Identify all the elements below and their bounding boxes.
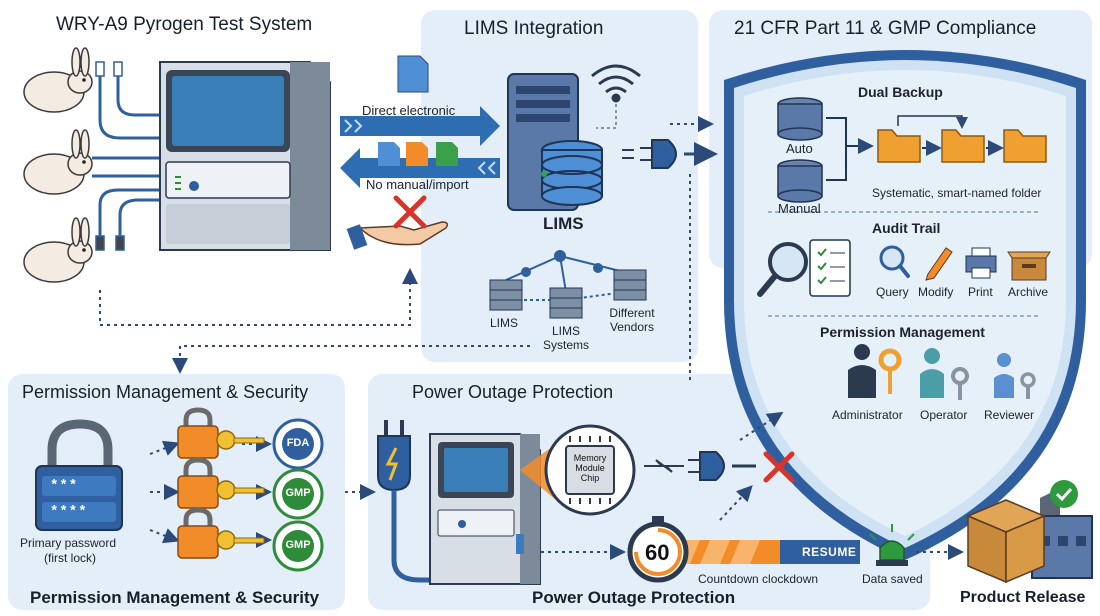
password-mask-2: ****	[50, 504, 88, 520]
password-lock-icon	[35, 419, 123, 531]
countdown-caption: Countdown clockdown	[698, 572, 819, 586]
countdown-value: 60	[645, 540, 670, 565]
compliance-title: 21 CFR Part 11 & GMP Compliance	[734, 18, 1037, 39]
audit-trail-label: Audit Trail	[872, 220, 941, 236]
lims-server-label: LIMS	[543, 214, 584, 233]
perm-security-title-bottom: Permission Management & Security	[30, 588, 320, 607]
direct-electronic-label: Direct electronic	[362, 103, 456, 118]
probe-cables	[92, 61, 160, 251]
permission-management-label: Permission Management	[820, 324, 985, 340]
lims-systems-node-label: LIMS Systems	[542, 324, 589, 352]
perm-security-title-top: Permission Management & Security	[22, 382, 309, 402]
lims-node-label: LIMS	[490, 316, 519, 330]
different-vendors-node-label: Different Vendors	[609, 306, 655, 334]
audit-action-print: Print	[968, 285, 993, 299]
folder-caption: Systematic, smart-named folder	[872, 186, 1042, 200]
role-icons	[848, 344, 1036, 400]
alarm-light-icon	[869, 524, 915, 566]
padlock-key-icons	[177, 407, 265, 559]
backup-drives	[777, 97, 870, 203]
audit-trail-icons	[757, 239, 1051, 297]
pyrogen-instrument	[159, 61, 331, 251]
dotted-connectors	[99, 116, 964, 560]
lims-network	[505, 250, 625, 301]
power-instrument	[429, 433, 541, 585]
certification-badges	[272, 418, 324, 572]
audit-action-modify: Modify	[918, 285, 954, 299]
power-outage-title-top: Power Outage Protection	[412, 382, 614, 402]
memory-chip-callout	[520, 424, 636, 516]
audit-action-archive: Archive	[1008, 285, 1049, 299]
lims-server	[507, 73, 603, 211]
unplugged-icon	[644, 451, 795, 483]
gmp-badge-1: GMP	[285, 487, 311, 499]
product-release-icon	[966, 480, 1093, 584]
power-plug-cable	[377, 420, 440, 583]
countdown-timer	[627, 516, 860, 583]
document-icons	[378, 55, 458, 166]
audit-action-query: Query	[876, 285, 909, 299]
gmp-badge-2: GMP	[285, 539, 311, 551]
auto-drive-label: Auto	[786, 141, 813, 156]
first-lock-label: (first lock)	[44, 551, 96, 565]
product-release-title: Product Release	[960, 589, 1086, 606]
pyrogen-system-title: WRY-A9 Pyrogen Test System	[56, 14, 313, 35]
wifi-icon	[591, 64, 641, 103]
dual-backup-label: Dual Backup	[858, 84, 943, 100]
folder-icons	[877, 115, 1047, 163]
resume-label: RESUME	[802, 545, 857, 559]
no-manual-hand-icon	[346, 195, 449, 250]
plug-icon	[622, 139, 718, 169]
role-reviewer: Reviewer	[984, 408, 1035, 422]
power-outage-title-bottom: Power Outage Protection	[532, 588, 736, 607]
no-manual-import-label: No manual/import	[366, 177, 469, 192]
password-mask-1: ***	[50, 478, 79, 494]
rabbit-icons	[23, 47, 93, 283]
role-operator: Operator	[920, 408, 968, 422]
data-saved-label: Data saved	[862, 572, 923, 586]
role-administrator: Administrator	[832, 408, 903, 422]
lims-integration-title: LIMS Integration	[464, 18, 604, 39]
manual-drive-label: Manual	[778, 201, 821, 216]
primary-password-label: Primary password	[20, 536, 117, 550]
fda-badge: FDA	[286, 437, 310, 449]
memory-chip-label: Memory Module Chip	[573, 453, 607, 483]
lims-node-cylinders	[489, 269, 647, 319]
